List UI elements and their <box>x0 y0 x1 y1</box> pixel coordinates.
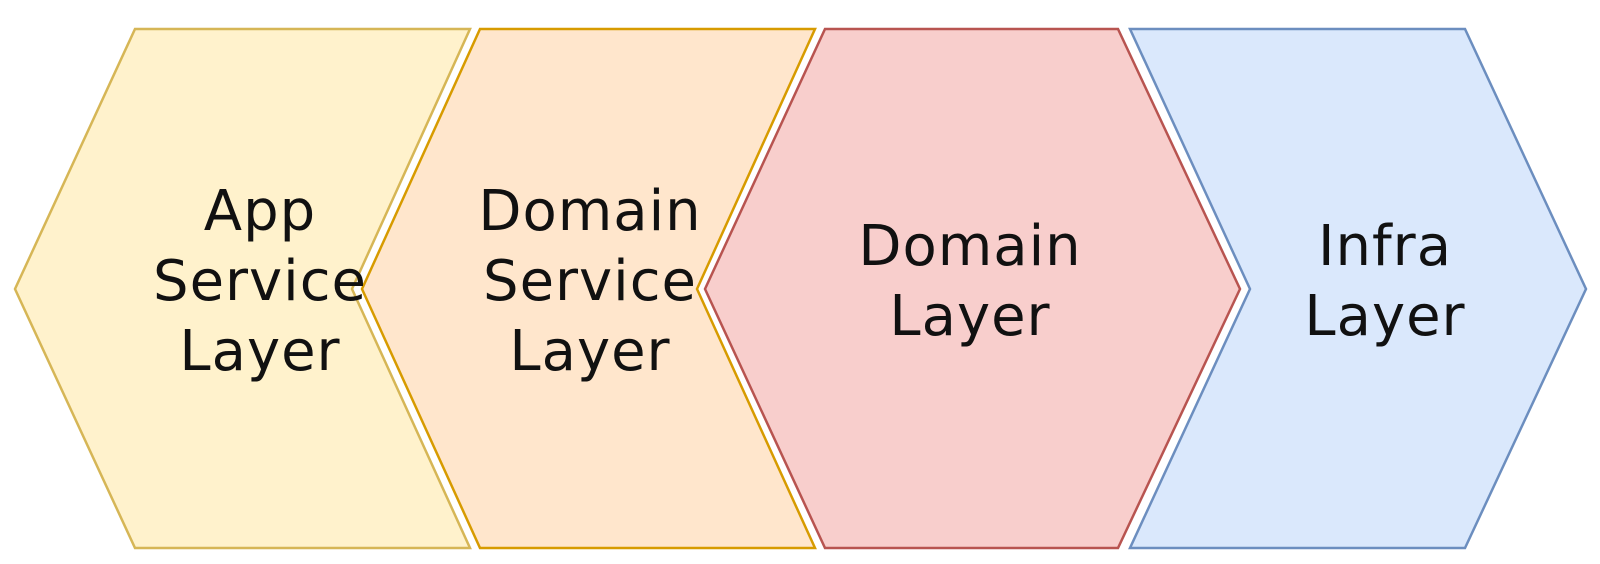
domain-service-layer-shape <box>360 27 817 550</box>
domain-layer-label: Domain Layer <box>820 0 1120 564</box>
label-line: Domain <box>858 214 1082 279</box>
domain-service-layer-label: Domain Service Layer <box>440 0 740 564</box>
infra-layer-label: Infra Layer <box>1235 0 1535 564</box>
domain-layer-shape <box>703 27 1242 550</box>
app-service-layer-shape <box>13 27 472 550</box>
label-line: Service <box>483 249 697 314</box>
label-line: App <box>203 179 317 244</box>
label-line: Layer <box>509 319 671 384</box>
label-line: Domain <box>478 179 702 244</box>
label-line: Layer <box>179 319 341 384</box>
label-line: Service <box>153 249 367 314</box>
label-line: Layer <box>889 284 1051 349</box>
app-service-layer-label: App Service Layer <box>110 0 410 564</box>
infra-layer-shape <box>1128 27 1588 550</box>
label-line: Infra <box>1317 214 1453 279</box>
label-line: Layer <box>1304 284 1466 349</box>
